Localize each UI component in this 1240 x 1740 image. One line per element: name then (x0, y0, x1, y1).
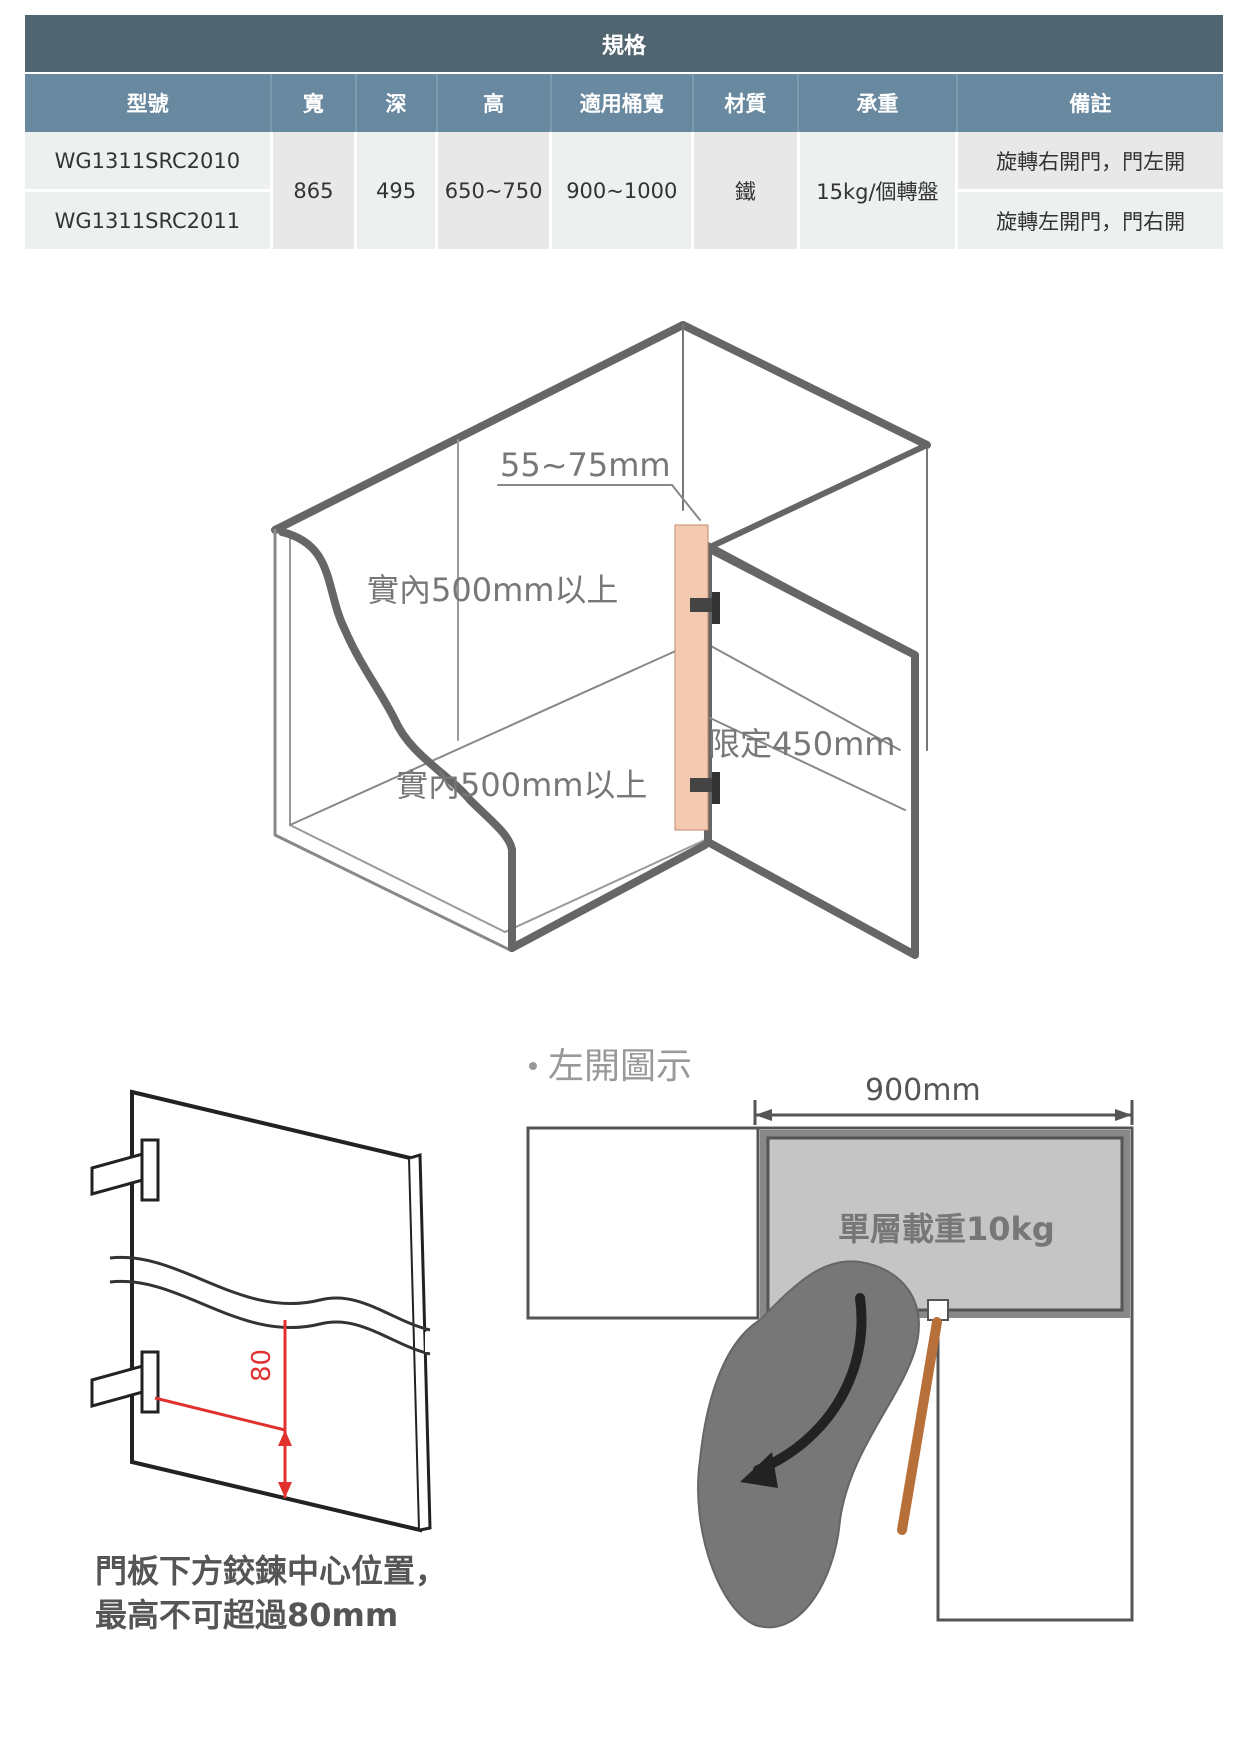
limit-guide (709, 717, 906, 811)
dimension-label: 80 (247, 1349, 277, 1382)
height-cell: 650~750 (435, 132, 551, 252)
width-label: 900mm (865, 1073, 981, 1108)
model-cell: WG1311SRC2010 (25, 132, 272, 192)
material-cell: 鐵 (691, 132, 799, 252)
hinge-center-line (154, 1396, 286, 1432)
arrow-right-icon (1115, 1109, 1132, 1121)
load-label: 單層載重10kg (838, 1210, 1055, 1248)
arrow-head-icon (740, 1452, 778, 1488)
depth-cell: 495 (354, 132, 437, 252)
hinge-icon (690, 772, 720, 804)
width-cell: 865 (269, 132, 356, 252)
header-depth: 深 (354, 73, 437, 132)
hinge-icon (90, 1138, 160, 1202)
limit-label: 限定450mm (708, 725, 895, 763)
door-panel (130, 1089, 423, 1533)
load-cell: 15kg/個轉盤 (796, 132, 957, 252)
break-line (109, 1255, 431, 1332)
arrow-up-icon (278, 1430, 292, 1446)
spec-table: 規格 型號 寬 深 高 適用桶寬 材質 承重 備註 WG1311SRC2010 … (25, 15, 1223, 252)
notes-cell: 旋轉右開門，門左開 (955, 132, 1223, 192)
inner-depth-top-label: 實內500mm以上 (367, 571, 618, 609)
cabinet-cut-edge (278, 528, 516, 854)
header-width: 寬 (270, 73, 356, 132)
header-load: 承重 (797, 73, 957, 132)
model-cell: WG1311SRC2011 (25, 190, 272, 252)
cabinet-left-panel (273, 528, 512, 952)
table-row: WG1311SRC2011 旋轉左開門，門右開 (25, 190, 1223, 252)
cabinet-width-cell: 900~1000 (549, 132, 693, 252)
cabinet-door-top (687, 532, 918, 658)
inner-depth-bottom-label: 實內500mm以上 (396, 766, 647, 804)
notes-cell: 旋轉左開門，門右開 (955, 190, 1223, 252)
open-door (897, 1317, 942, 1535)
header-cabinet-width: 適用桶寬 (549, 73, 693, 132)
arrow-down-icon (278, 1482, 292, 1498)
hinge-diagram: 80 (90, 1089, 432, 1533)
rotation-arrow (753, 1293, 867, 1475)
header-notes: 備註 (955, 73, 1223, 132)
hinge-icon (90, 1350, 160, 1414)
arrow-left-icon (755, 1109, 772, 1121)
hinge-caption-line1: 門板下方鉸鍊中心位置， (95, 1552, 447, 1590)
cabinet-top-edge (271, 321, 931, 534)
cabinet-top-right-edge (705, 442, 930, 551)
hinge-caption-line2: 最高不可超過80mm (95, 1596, 398, 1634)
header-material: 材質 (691, 73, 799, 132)
corner-cabinet-outline (758, 1126, 1134, 1622)
plan-diagram: 左開圖示 900mm 單層載重10kg (526, 1046, 1134, 1629)
plan-title: 左開圖示 (548, 1046, 692, 1087)
pivot-box (927, 1299, 949, 1321)
header-model: 型號 (25, 73, 272, 132)
bullet-icon (529, 1062, 537, 1070)
hinge-icon (690, 592, 720, 624)
table-row: WG1311SRC2010 865 495 650~750 900~1000 鐵… (25, 132, 1223, 252)
cabinet-bottom-edge (508, 841, 709, 952)
left-cabinet-outline (526, 1126, 760, 1320)
gap-label: 55~75mm (500, 446, 671, 484)
cabinet-floor-right (699, 639, 901, 751)
cabinet-floor-front (504, 839, 706, 933)
cabinet-floor-back (289, 639, 701, 826)
spec-table-title: 規格 (25, 15, 1223, 74)
header-height: 高 (435, 73, 551, 132)
